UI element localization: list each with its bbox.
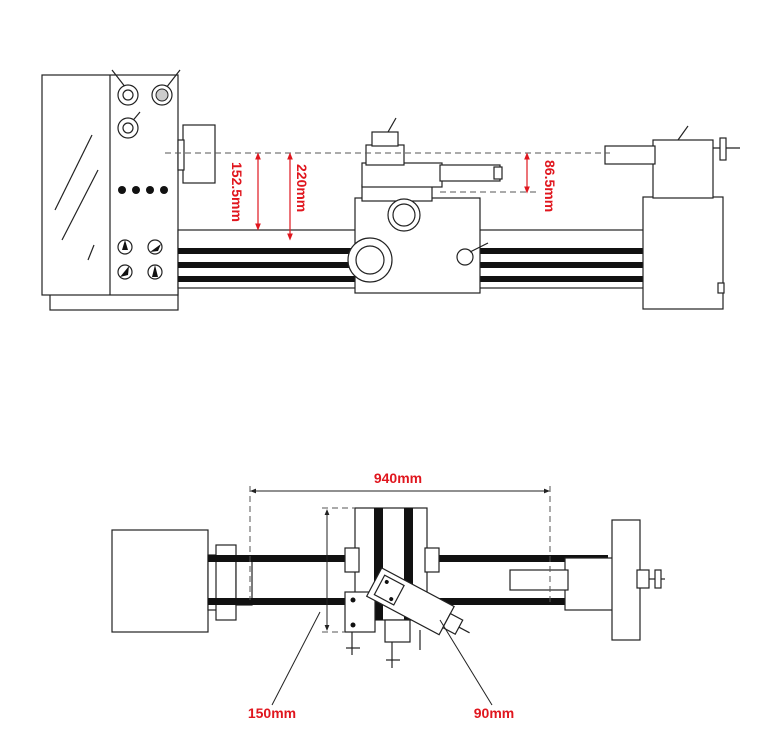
dim-tailstock-height-label: 86.5mm	[542, 160, 558, 212]
dim-cross-slide-travel-label: 150mm	[248, 705, 296, 721]
tool-post	[365, 144, 405, 166]
chuck	[182, 124, 216, 184]
indicator-dots	[118, 186, 168, 194]
tailstock-base	[642, 196, 724, 310]
speed-lever-icon	[111, 69, 181, 139]
control-knobs-icon	[117, 239, 163, 280]
top-view: 940mm 150mm 90mm	[111, 470, 665, 721]
tailstock-quill	[604, 145, 656, 165]
dim-swing-over-carriage-label: 152.5mm	[229, 162, 245, 222]
dim-90-leader	[439, 619, 493, 706]
tailstock-body	[652, 139, 714, 199]
dim-distance-between-centers-label: 940mm	[374, 470, 422, 486]
dim-swing-over-bed-label: 220mm	[294, 164, 310, 212]
cross-slide	[361, 162, 443, 188]
dim-compound-slide-travel-label: 90mm	[474, 705, 514, 721]
headstock-top	[111, 529, 209, 633]
compound-slide	[365, 567, 470, 636]
side-view: 152.5mm 220mm 86.5mm	[41, 69, 740, 311]
